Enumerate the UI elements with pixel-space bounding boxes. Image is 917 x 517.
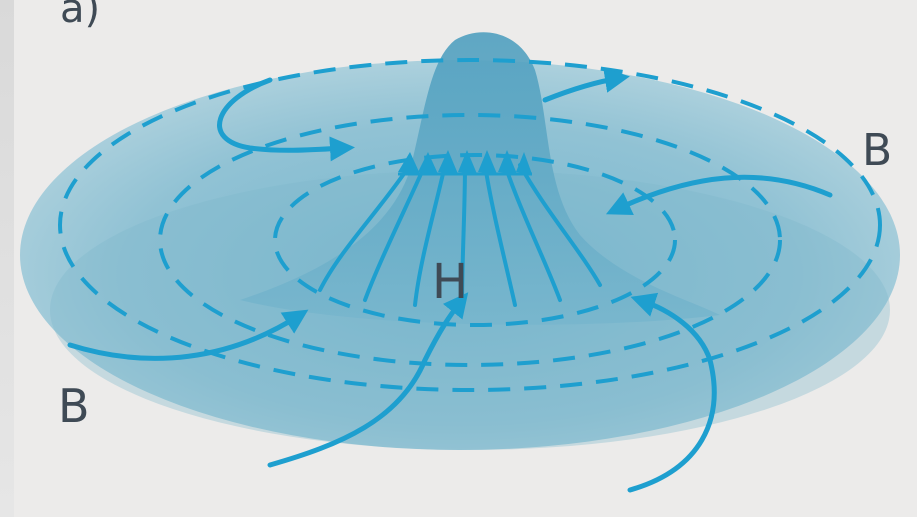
panel-label: a) — [60, 0, 100, 32]
low-pressure-label-left: B — [58, 379, 90, 433]
high-pressure-label: H — [432, 254, 468, 310]
low-pressure-label-right: B — [862, 125, 892, 176]
